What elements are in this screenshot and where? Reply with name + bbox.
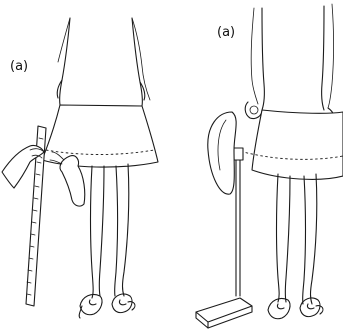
right-shoes bbox=[268, 298, 323, 319]
right-figure-label: (a) bbox=[217, 25, 235, 40]
left-bodice bbox=[57, 18, 150, 106]
left-figure: (a) bbox=[2, 18, 158, 318]
right-legs bbox=[277, 174, 317, 304]
left-legs bbox=[91, 164, 129, 298]
skirt-marker-icon bbox=[196, 112, 252, 328]
right-figure: (a) bbox=[196, 4, 343, 328]
left-skirt bbox=[42, 105, 158, 167]
left-shoes bbox=[79, 294, 135, 318]
left-figure-label: (a) bbox=[10, 59, 28, 74]
right-bodice bbox=[245, 4, 334, 124]
right-skirt bbox=[252, 110, 343, 179]
